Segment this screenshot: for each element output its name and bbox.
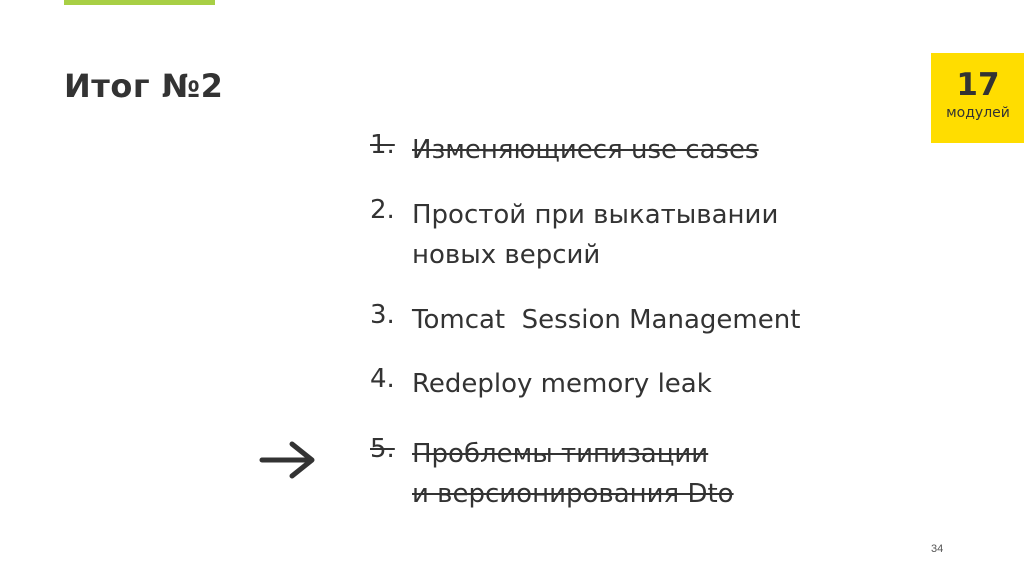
list-item-number: 5. [370,434,395,464]
list-item-line: Tomcat Session Management [412,305,801,335]
page-number: 34 [931,543,944,555]
list-item-number: 4. [370,364,395,394]
module-count-badge: 17 модулей [931,53,1024,143]
slide-title: Итог №2 [64,67,224,105]
list-item-number: 3. [370,300,395,330]
list-item-text: Изменяющиеся use cases [412,130,759,170]
list-item-number: 1. [370,130,395,160]
badge-caption: модулей [946,105,1010,121]
list-item-line: Проблемы типизации [412,439,709,469]
list-item-line: Redeploy memory leak [412,369,712,399]
list-item-text: Tomcat Session Management [412,300,800,340]
list-item-line: новых версий [412,240,601,270]
list-item-number: 2. [370,195,395,225]
list-item-text: Проблемы типизации и версионирования Dto [412,434,734,514]
arrow-right-icon [259,441,315,479]
list-item-line: Изменяющиеся use cases [412,135,759,165]
accent-bar [64,0,215,5]
list-item-line: и версионирования Dto [412,479,734,509]
badge-number: 17 [956,67,1000,103]
list-item-text: Redeploy memory leak [412,364,712,404]
list-item-line: Простой при выкатывании [412,200,779,230]
list-item-text: Простой при выкатывании новых версий [412,195,778,275]
